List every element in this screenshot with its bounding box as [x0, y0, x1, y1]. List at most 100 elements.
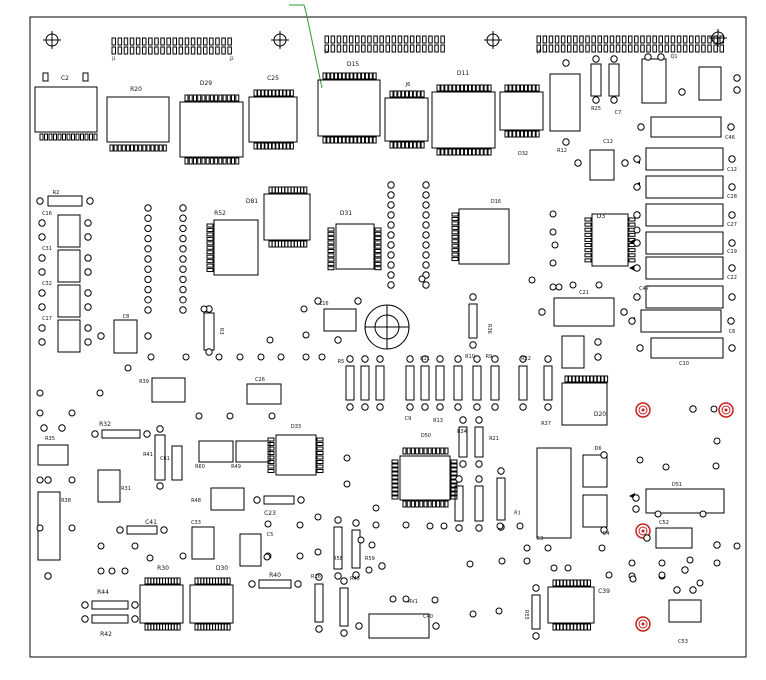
header-j1-pin: [135, 37, 141, 46]
label-c33: C33: [191, 520, 201, 526]
r48-body: [210, 487, 245, 511]
pin: [419, 500, 424, 508]
header-j1-pin: [221, 37, 226, 46]
pad: [643, 534, 651, 542]
pin: [552, 623, 557, 631]
pin: [406, 500, 411, 508]
pad: [455, 475, 463, 483]
label-r55: R55: [523, 610, 529, 620]
pad: [469, 293, 477, 301]
label-r44: R44: [97, 589, 109, 596]
label-r48: R48: [191, 498, 201, 504]
pad: [387, 281, 395, 289]
resistor: [454, 485, 464, 522]
pad: [497, 467, 505, 475]
pin: [267, 464, 275, 469]
pad: [361, 403, 369, 411]
pin: [71, 133, 75, 141]
c21b: [561, 335, 585, 369]
pin: [349, 72, 354, 80]
pin: [562, 579, 567, 587]
pad: [454, 403, 462, 411]
pin: [260, 142, 265, 150]
header-j4-pin: [676, 35, 682, 44]
pin: [322, 72, 327, 80]
header-j3-pin: [367, 44, 372, 53]
pin: [257, 89, 262, 97]
plated-hole-inner: [638, 526, 648, 536]
pin: [401, 141, 406, 149]
label-c32: C32: [42, 281, 52, 287]
pin: [450, 495, 458, 500]
ic-body: [189, 584, 234, 624]
pad: [421, 403, 429, 411]
plated-hole-core: [641, 622, 645, 626]
header-j3-pin: [403, 44, 409, 53]
pad: [422, 221, 430, 229]
pin: [222, 94, 227, 102]
header-j1-pin: [111, 46, 116, 55]
pad: [595, 281, 603, 289]
pin: [284, 186, 289, 194]
pad: [689, 586, 697, 594]
label-c8: C8: [123, 314, 130, 320]
pin: [374, 257, 382, 262]
pad: [454, 355, 462, 363]
pin: [109, 144, 114, 152]
label-r58: R58: [333, 556, 343, 562]
header-j3-pin: [330, 35, 336, 44]
header-j4-pin: [652, 44, 657, 53]
header-j4-pin: [658, 44, 663, 53]
resistor: [339, 587, 349, 627]
pin: [397, 90, 402, 98]
pin: [267, 451, 275, 455]
header-j1-pin: [172, 37, 177, 46]
pad: [633, 293, 641, 301]
pin: [571, 375, 576, 383]
header-j1-pin: [135, 46, 141, 55]
pad: [144, 275, 152, 284]
header-j3-pin: [385, 35, 390, 44]
header-j4-pin: [689, 44, 694, 53]
pin: [75, 133, 80, 141]
pin: [508, 130, 513, 138]
label-c47: C47: [639, 286, 649, 292]
resistor: [333, 526, 343, 570]
pad: [387, 181, 395, 189]
resistor: [435, 365, 445, 401]
pin: [48, 133, 53, 141]
header-j4-pin: [621, 44, 627, 53]
pad: [422, 201, 430, 209]
label-d3: D3: [597, 213, 606, 220]
resistor: [345, 365, 355, 401]
header-j1-pin: [142, 46, 147, 55]
pin: [520, 84, 525, 92]
label-q1: Q1: [670, 54, 677, 60]
ic-body: [248, 96, 298, 143]
pin: [364, 72, 369, 80]
ic-body: [317, 79, 381, 137]
pin: [206, 263, 214, 268]
pin: [327, 231, 335, 236]
resistor: [101, 429, 141, 439]
pin: [584, 248, 592, 253]
header-j4-pin: [695, 35, 700, 44]
pad: [422, 211, 430, 219]
pin: [450, 463, 458, 468]
pad: [564, 564, 572, 572]
ic-body: [499, 91, 544, 131]
pin: [393, 90, 398, 98]
pad: [544, 355, 552, 363]
header-j1-pin: [203, 37, 208, 46]
label-c2: C2: [61, 75, 69, 82]
pin: [142, 144, 147, 152]
pad: [277, 353, 285, 361]
header-j4-pin: [689, 35, 694, 44]
header-j1-pin: [154, 37, 159, 46]
pin: [419, 447, 424, 455]
pad: [179, 234, 187, 243]
pin: [89, 133, 93, 141]
pin: [584, 222, 592, 227]
pad: [84, 254, 92, 262]
pin: [138, 144, 143, 152]
